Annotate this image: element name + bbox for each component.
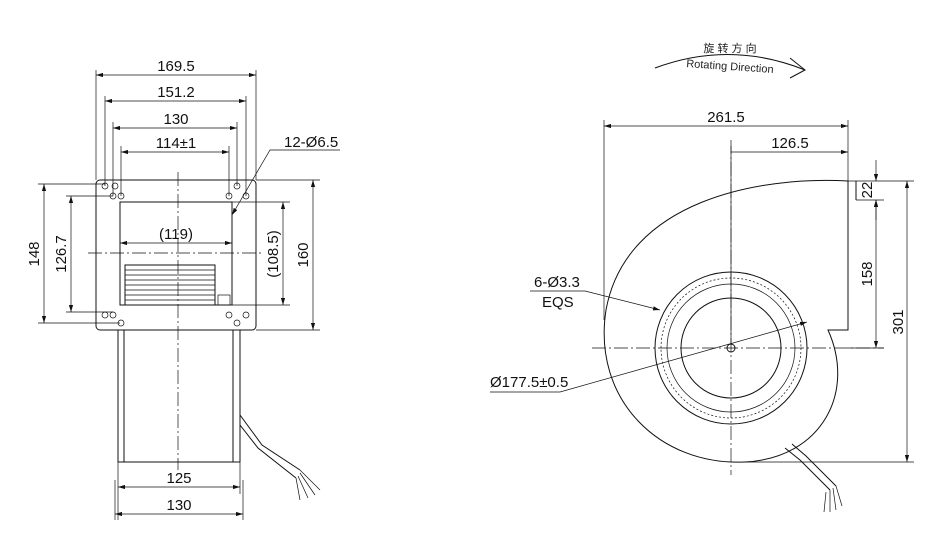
dim-125: 125: [166, 470, 191, 487]
cable-wires: [295, 469, 321, 501]
rotating-direction-arrow: 旋 转 方 向 Rotating Direction: [654, 41, 806, 79]
cable: [239, 414, 301, 479]
arrow-head-icon: [789, 57, 806, 79]
diameter-label: Ø177.5±0.5: [490, 374, 568, 391]
housing-body: [117, 330, 241, 463]
mounting-flange: [95, 179, 257, 331]
holes-label: 6-Ø3.3: [534, 274, 580, 291]
dim-148: 148: [26, 241, 43, 266]
eqs-label: EQS: [542, 294, 574, 311]
dim-22: 22: [859, 182, 876, 199]
direction-arc: [654, 54, 806, 71]
dim-114: 114±1: [156, 135, 197, 152]
rotating-direction-en: Rotating Direction: [686, 58, 774, 76]
side-view: 169.5 151.2 130 114±1 12-Ø6.5 (119) 148 …: [26, 58, 340, 520]
scroll-housing: [603, 179, 849, 463]
dim-160: 160: [295, 242, 312, 267]
dim-126-7: 126.7: [53, 235, 70, 273]
holes-label: 12-Ø6.5: [284, 134, 338, 151]
dim-130-bottom: 130: [166, 497, 191, 514]
dim-301: 301: [890, 309, 907, 334]
front-view: 旋 转 方 向 Rotating Direction 261.5 126.5 2…: [490, 41, 914, 513]
dim-108-5: (108.5): [265, 230, 282, 278]
dim-126-5: 126.5: [771, 135, 809, 152]
dim-119: (119): [159, 226, 193, 243]
dim-261-5: 261.5: [707, 109, 745, 126]
dim-151-2: 151.2: [157, 84, 195, 101]
dim-158: 158: [859, 261, 876, 286]
dim-169-5: 169.5: [157, 58, 195, 75]
dim-130-top: 130: [163, 111, 188, 128]
fan-wheel: [124, 264, 231, 306]
rotating-direction-cn: 旋 转 方 向: [703, 41, 756, 55]
cable: [784, 443, 837, 491]
